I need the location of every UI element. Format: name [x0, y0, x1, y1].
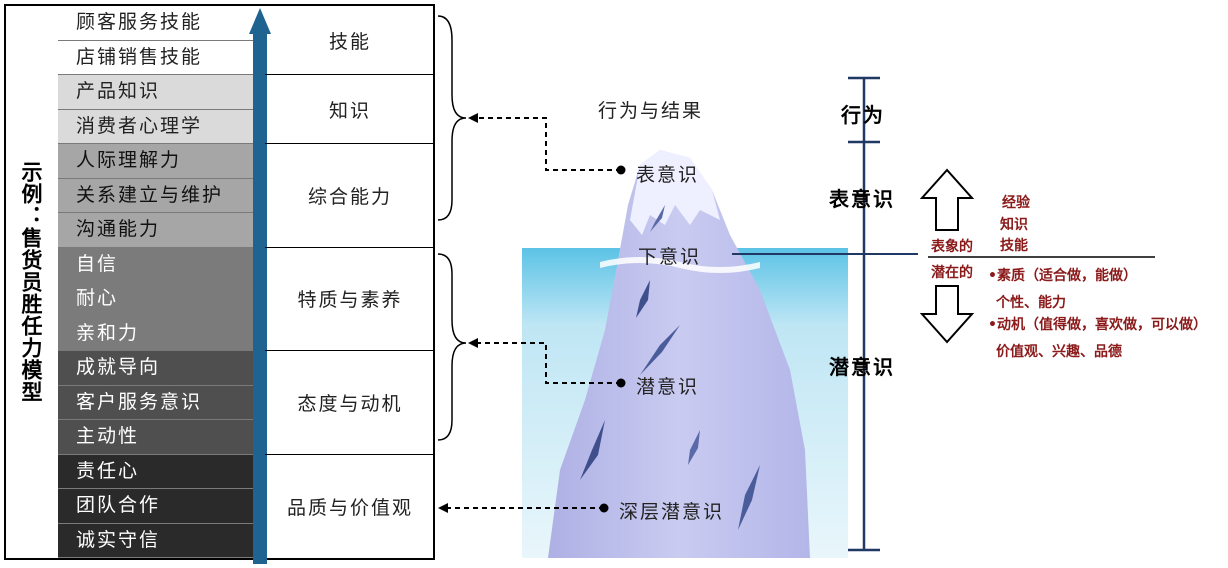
iceberg-label-subconscious: 下意识: [638, 246, 702, 268]
category-cell: 态度与动机: [265, 351, 435, 455]
competency-row: 诚实守信: [58, 523, 265, 558]
iceberg-label-latent: 潜意识: [636, 376, 700, 398]
competency-row: 主动性: [58, 420, 265, 455]
competency-row: 沟通能力: [58, 213, 265, 248]
category-column: 技能知识综合能力特质与素养态度与动机品质与价值观: [265, 6, 435, 558]
connector-conscious: [470, 117, 621, 171]
competency-row: 责任心: [58, 454, 265, 489]
waterline: [600, 257, 760, 273]
competency-row: 耐心: [58, 282, 265, 317]
arrowhead-conscious: [468, 113, 478, 123]
latent-item: 价值观、兴趣、品德: [996, 344, 1122, 360]
iceberg-crevasse: [636, 280, 650, 318]
competency-row: 人际理解力: [58, 144, 265, 179]
category-cell: 综合能力: [265, 144, 435, 248]
dot-deep: [599, 503, 609, 513]
category-cell: 特质与素养: [265, 248, 435, 351]
iceberg-label-conscious: 表意识: [636, 164, 700, 186]
category-cell: 品质与价值观: [286, 496, 413, 519]
competency-list: 顾客服务技能店铺销售技能产品知识消费者心理学人际理解力关系建立与维护沟通能力自信…: [58, 6, 265, 558]
bracket-middle: [437, 253, 467, 441]
arrowhead-deep: [438, 503, 448, 513]
iceberg-crevasse: [580, 420, 605, 480]
apparent-label: 表象的: [931, 239, 973, 255]
iceberg-shape: [548, 150, 810, 558]
competency-row: 店铺销售技能: [58, 40, 265, 75]
arrowhead-latent: [468, 338, 478, 348]
latent-item: •动机（值得做，喜欢做，可以做）: [988, 317, 1207, 333]
iceberg-label-deep: 深层潜意识: [619, 501, 725, 523]
ascending-arrow: [249, 8, 271, 564]
iceberg-crevasse: [640, 325, 680, 375]
apparent-item: 知识: [1000, 217, 1028, 233]
competency-row: 团队合作: [58, 489, 265, 524]
model-title: 示例：售货员胜任力模型: [19, 161, 43, 403]
iceberg-snow: [630, 150, 720, 235]
latent-label: 潜在的: [931, 265, 973, 281]
up-arrow-icon: [919, 168, 975, 231]
competency-row: 成就导向: [58, 351, 265, 386]
iceberg-crevasse: [688, 430, 700, 465]
category-cell: 技能: [265, 6, 435, 75]
scale-label-conscious: 表意识: [829, 187, 895, 211]
competency-row: 消费者心理学: [58, 109, 265, 144]
dot-latent: [616, 378, 626, 388]
competency-row: 产品知识: [58, 75, 265, 110]
bracket-upper: [437, 15, 467, 221]
latent-item: •素质（适合做，能做）: [988, 268, 1137, 284]
scale-label-behavior: 行为: [841, 103, 885, 127]
latent-item: 个性、能力: [996, 295, 1066, 311]
dot-conscious: [616, 165, 626, 175]
connector-latent: [470, 342, 621, 384]
model-frame: [4, 4, 435, 560]
competency-row: 顾客服务技能: [58, 6, 265, 41]
iceberg-crevasse: [650, 205, 665, 232]
category-cell: 知识: [265, 75, 435, 144]
down-arrow-icon: [919, 285, 975, 344]
competency-row: 亲和力: [58, 316, 265, 351]
iceberg-crevasse: [738, 465, 760, 530]
iceberg-caption: 行为与结果: [598, 100, 704, 122]
competency-row: 关系建立与维护: [58, 178, 265, 213]
competency-row: 自信: [58, 247, 265, 282]
apparent-item: 经验: [1002, 195, 1030, 211]
scale-label-latent: 潜意识: [829, 355, 895, 379]
apparent-item: 技能: [1000, 238, 1028, 254]
competency-row: 客户服务意识: [58, 385, 265, 420]
